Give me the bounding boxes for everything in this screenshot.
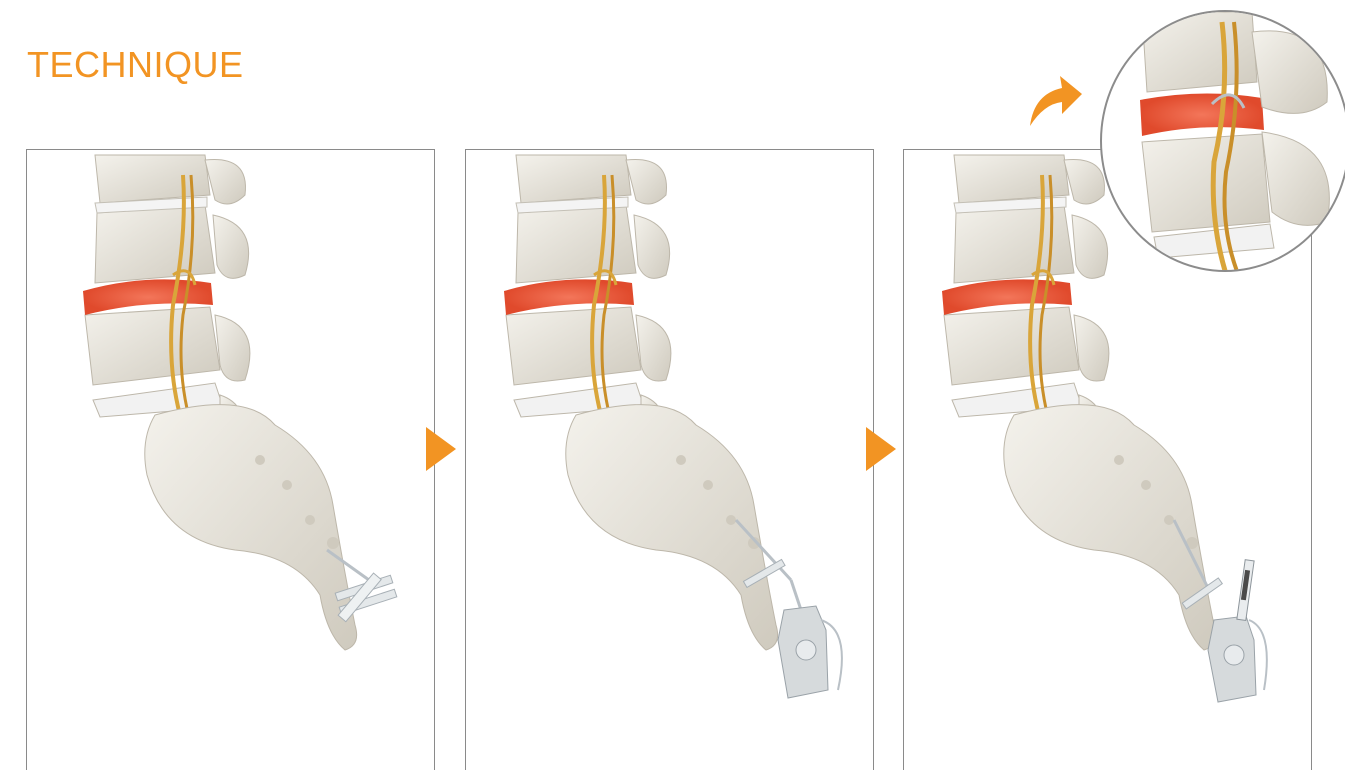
step-1-illustration bbox=[27, 150, 434, 770]
zoom-illustration bbox=[1102, 12, 1345, 272]
page-title: TECHNIQUE bbox=[27, 44, 244, 86]
step-2-illustration bbox=[466, 150, 873, 770]
step-arrow-icon bbox=[866, 427, 896, 471]
step-arrow-icon bbox=[426, 427, 456, 471]
zoom-inset bbox=[1100, 10, 1345, 272]
step-1-panel bbox=[26, 149, 435, 770]
step-2-panel bbox=[465, 149, 874, 770]
curved-arrow-icon bbox=[1026, 70, 1086, 130]
